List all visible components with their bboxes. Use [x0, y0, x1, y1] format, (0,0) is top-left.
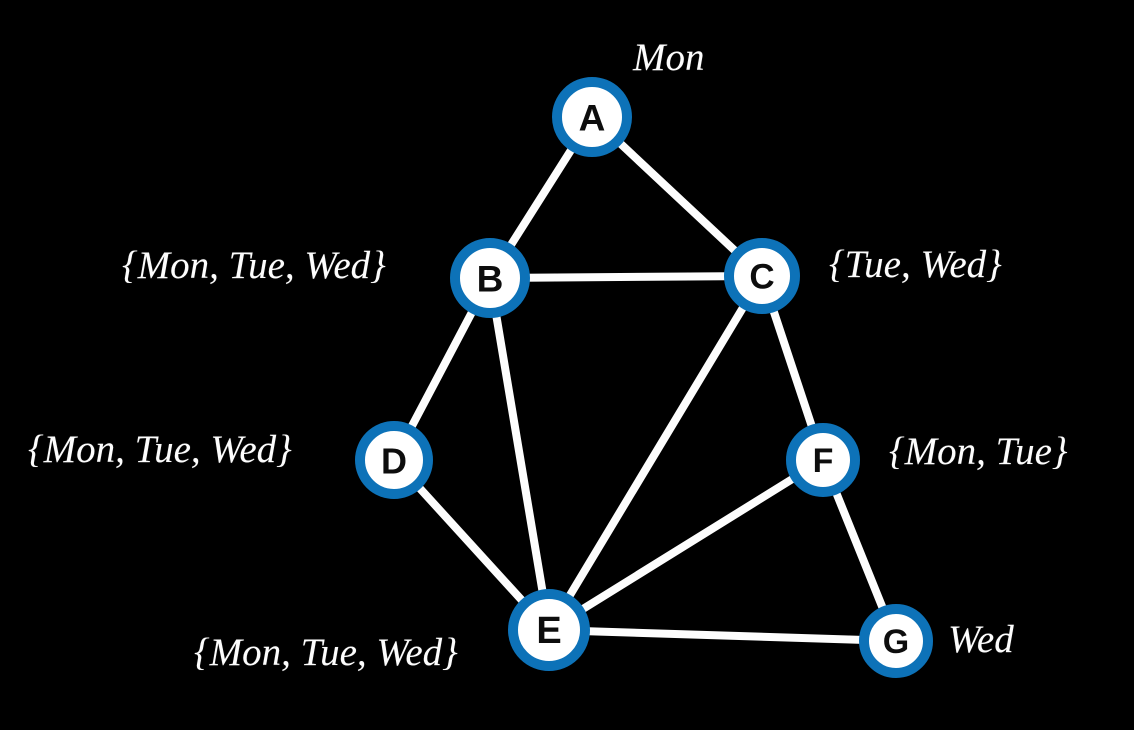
edge-b-e: [486, 274, 553, 634]
node-letter-b: B: [477, 259, 504, 300]
node-letter-c: C: [749, 258, 774, 297]
node-b[interactable]: B: [450, 238, 530, 318]
edges-group: [390, 113, 900, 645]
node-a[interactable]: A: [552, 77, 632, 157]
node-letter-a: A: [579, 98, 606, 139]
domain-label-b: {Mon, Tue, Wed}: [122, 244, 386, 287]
node-letter-d: D: [381, 441, 407, 482]
nodes-group: A B C D E F G: [355, 77, 933, 678]
node-letter-g: G: [883, 623, 909, 661]
node-circle-c: [724, 238, 800, 314]
node-circle-e: [508, 589, 590, 671]
domain-label-d: {Mon, Tue, Wed}: [28, 428, 292, 471]
edge-c-e: [545, 272, 766, 634]
node-e[interactable]: E: [508, 589, 590, 671]
edge-e-g: [545, 626, 900, 645]
node-g[interactable]: G: [859, 604, 933, 678]
node-circle-a: [552, 77, 632, 157]
node-circle-d: [355, 421, 433, 499]
domain-label-e: {Mon, Tue, Wed}: [194, 631, 458, 674]
node-letter-f: F: [813, 442, 834, 480]
node-letter-e: E: [536, 610, 561, 652]
domain-label-c: {Tue, Wed}: [829, 243, 1002, 286]
node-c[interactable]: C: [724, 238, 800, 314]
node-circle-b: [450, 238, 530, 318]
node-d[interactable]: D: [355, 421, 433, 499]
node-f[interactable]: F: [786, 423, 860, 497]
edge-b-c: [486, 272, 766, 282]
node-circle-g: [859, 604, 933, 678]
domain-label-f: {Mon, Tue}: [889, 430, 1068, 473]
edge-e-f: [545, 456, 827, 634]
node-circle-f: [786, 423, 860, 497]
domain-label-g: Wed: [948, 618, 1014, 661]
domain-label-a: Mon: [633, 36, 705, 79]
